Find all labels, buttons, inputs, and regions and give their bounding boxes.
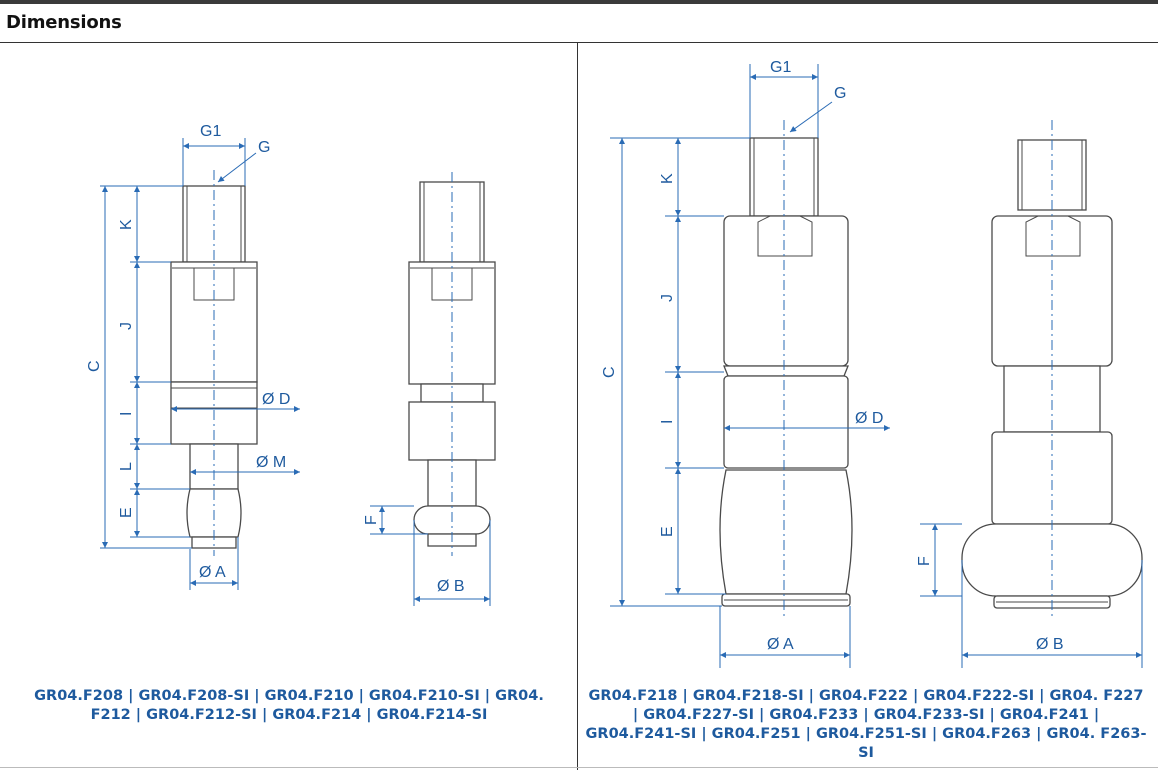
caption-left-models: GR04.F208 | GR04.F208-SI | GR04.F210 | G… <box>34 688 544 723</box>
dims-plunger-2 <box>370 172 491 606</box>
label-b-p2: Ø B <box>437 578 465 595</box>
label-a-p3: Ø A <box>767 636 794 653</box>
dimension-drawing: G1 G K J I L E C Ø D Ø M Ø A F Ø B G1 G … <box>86 59 1143 668</box>
dims-plunger-1 <box>100 138 300 590</box>
label-l-p1: L <box>118 462 135 471</box>
top-bar <box>0 0 1158 4</box>
label-g-p1: G <box>258 139 270 156</box>
bottom-rule <box>0 767 1158 768</box>
label-f-p2: F <box>363 515 380 525</box>
caption-right-models: GR04.F218 | GR04.F218-SI | GR04.F222 | G… <box>585 688 1147 761</box>
plunger-large-a <box>719 137 853 607</box>
label-g1-p3: G1 <box>770 59 791 76</box>
label-g1-p1: G1 <box>200 123 221 140</box>
label-k-p1: K <box>118 219 135 230</box>
label-c-p1: C <box>86 360 103 372</box>
dims-plunger-3 <box>610 64 890 668</box>
section-title: Dimensions <box>6 12 122 33</box>
panel-divider <box>577 43 578 770</box>
plunger-small-b <box>408 181 496 547</box>
label-j-p3: J <box>659 294 676 302</box>
label-a-p1: Ø A <box>199 564 226 581</box>
label-i-p3: I <box>659 420 676 424</box>
label-m-p1: Ø M <box>256 454 286 471</box>
header-rule <box>0 42 1158 43</box>
label-b-p4: Ø B <box>1036 636 1064 653</box>
label-j-p1: J <box>118 322 135 330</box>
label-e-p3: E <box>659 526 676 537</box>
label-g-p3: G <box>834 85 846 102</box>
dims-plunger-4 <box>920 120 1143 668</box>
label-i-p1: I <box>118 412 135 416</box>
label-f-p4: F <box>916 556 933 566</box>
label-k-p3: K <box>659 173 676 184</box>
label-c-p3: C <box>601 366 618 378</box>
label-d-p1: Ø D <box>262 391 290 408</box>
label-d-p3: Ø D <box>855 410 883 427</box>
plunger-small-a <box>170 185 258 549</box>
label-e-p1: E <box>118 507 135 518</box>
